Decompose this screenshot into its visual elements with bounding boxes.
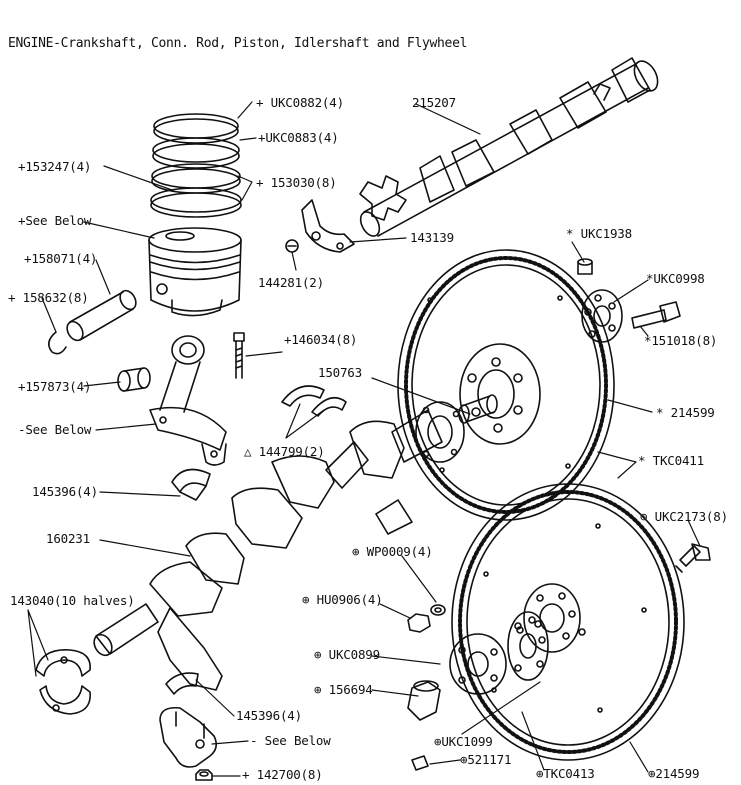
label-ukc0899: ⊕ UKC0899: [314, 647, 380, 662]
cap-nut: [195, 769, 213, 781]
label-ukc2173: ⊕ UKC2173(8): [640, 509, 728, 524]
label-143040: 143040(10 halves): [10, 593, 135, 608]
rod-bolt: [233, 332, 245, 379]
dowel: [577, 258, 593, 275]
idler-shaft: [359, 57, 659, 237]
bearing-shell-upper: [171, 468, 211, 501]
label-144799: △ 144799(2): [244, 444, 325, 459]
label-158632: + 158632(8): [8, 290, 89, 305]
label-214599-top: * 214599: [656, 405, 715, 420]
lock-plate-lower: [507, 611, 549, 681]
label-153030: + 153030(8): [256, 175, 337, 190]
label-wp0009: ⊕ WP0009(4): [352, 544, 433, 559]
label-215207: 215207: [412, 95, 456, 110]
bush-lower: [407, 680, 441, 721]
label-150763: 150763: [318, 365, 362, 380]
label-ukc0998: *UKC0998: [646, 271, 705, 286]
flywheel-lower: [451, 483, 685, 761]
main-bearing-shells: [35, 649, 91, 715]
piston-rings: [150, 113, 242, 218]
small-end-bush: [117, 367, 151, 392]
thrust-washers: [281, 385, 347, 417]
label-158071: +158071(4): [24, 251, 98, 266]
label-tkc0411: * TKC0411: [638, 453, 704, 468]
gudgeon-pin: [66, 289, 137, 342]
connecting-rod: [149, 335, 227, 466]
lock-plate-upper: [581, 289, 623, 343]
label-see-below-cap: - See Below: [250, 733, 331, 748]
diagram-title: ENGINE-Crankshaft, Conn. Rod, Piston, Id…: [8, 36, 468, 51]
label-tkc0413: ⊕TKC0413: [536, 766, 595, 781]
label-146034: +146034(8): [284, 332, 358, 347]
label-ukc1099: ⊕UKC1099: [434, 734, 493, 749]
label-145396-top: 145396(4): [32, 484, 98, 499]
label-156694: ⊕ 156694: [314, 682, 373, 697]
label-144281: 144281(2): [258, 275, 324, 290]
label-153247: +153247(4): [18, 159, 92, 174]
label-521171: ⊕521171: [460, 752, 512, 767]
flywheel-upper: [397, 249, 615, 521]
label-see-below-piston: +See Below: [18, 213, 92, 228]
label-151018: *151018(8): [644, 333, 718, 348]
label-ukc0882: + UKC0882(4): [256, 95, 344, 110]
dowel-bolt: [407, 613, 431, 633]
washer: [430, 604, 446, 616]
label-214599-bottom: ⊕214599: [648, 766, 700, 781]
label-142700: + 142700(8): [242, 767, 323, 782]
label-160231: 160231: [46, 531, 90, 546]
label-ukc0883: +UKC0883(4): [258, 130, 339, 145]
piston: [148, 227, 242, 317]
label-157873: +157873(4): [18, 379, 92, 394]
label-hu0906: ⊕ HU0906(4): [302, 592, 383, 607]
hub-plate: [516, 583, 586, 653]
rod-cap: [159, 706, 218, 768]
label-see-below-rod: -See Below: [18, 422, 92, 437]
flywheel-bolt-upper: [631, 301, 681, 329]
label-145396-bottom: 145396(4): [236, 708, 302, 723]
flywheel-bolt-lower: [675, 543, 711, 573]
label-ukc1938: * UKC1938: [566, 226, 632, 241]
circlip: [48, 331, 67, 355]
adaptor-plate: [449, 633, 507, 695]
retaining-plate: [301, 199, 355, 253]
bearing-shell-lower: [165, 672, 199, 695]
label-143139: 143139: [410, 230, 454, 245]
small-screw: [411, 755, 429, 771]
plate-screw: [285, 239, 299, 253]
leader-lines: [27, 101, 701, 777]
